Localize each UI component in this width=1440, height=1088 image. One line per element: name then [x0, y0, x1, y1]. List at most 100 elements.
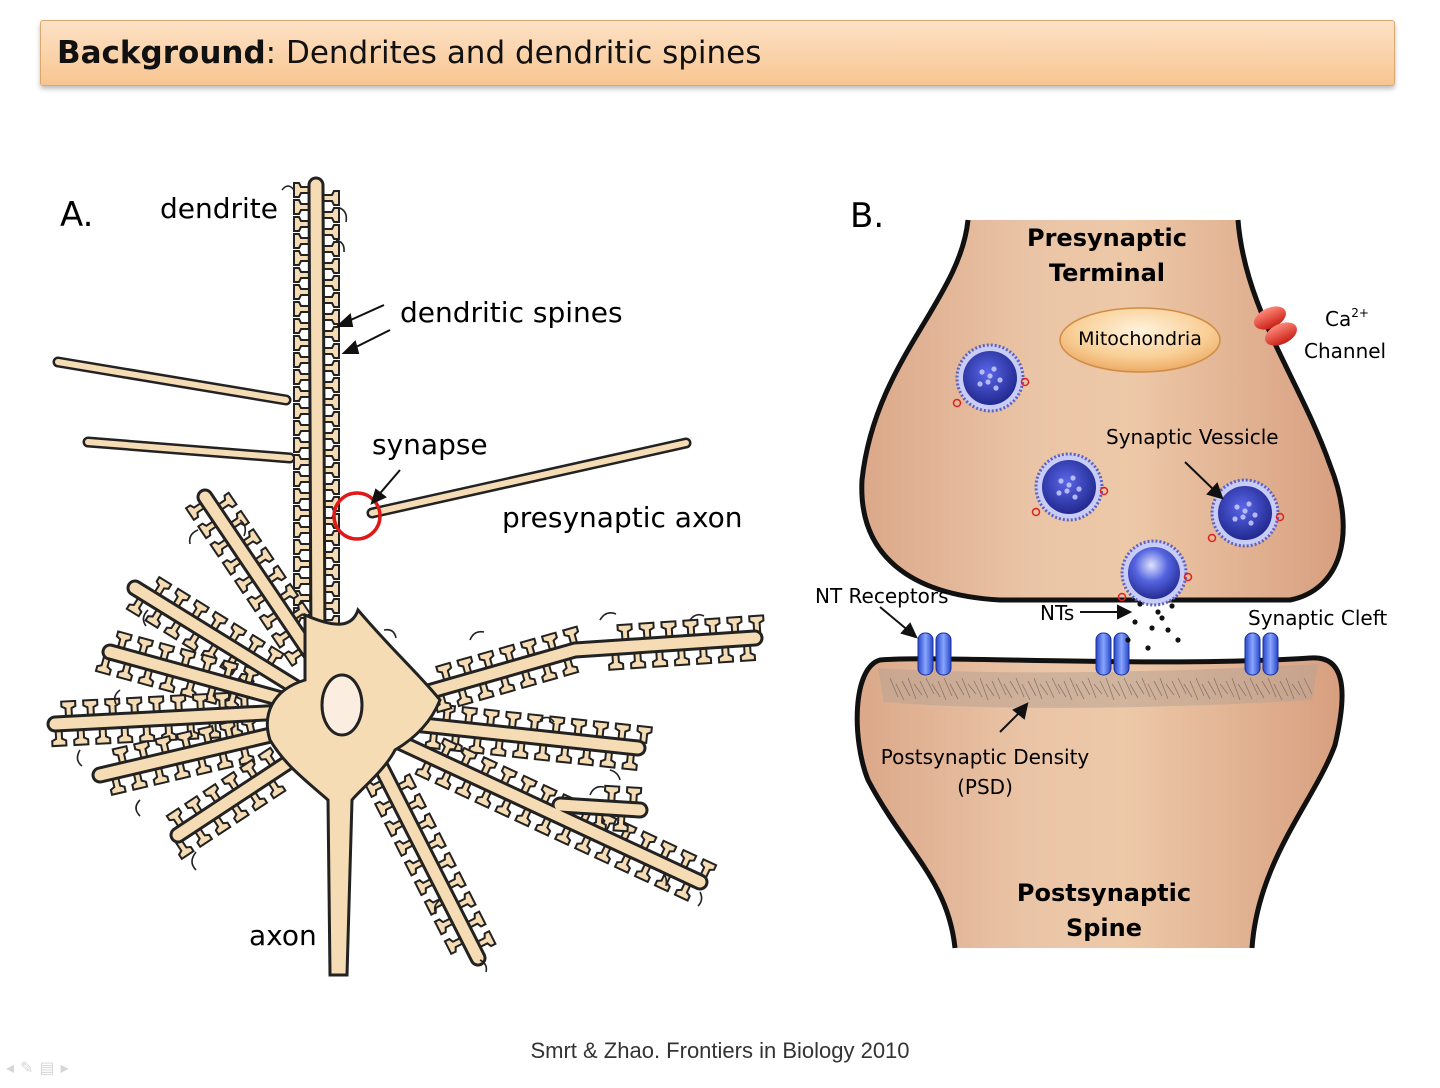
dendritic-spine [137, 666, 155, 688]
dendritic-spine [511, 740, 529, 760]
neurotransmitter-dot [1165, 627, 1171, 633]
nt-receptor [1095, 632, 1130, 676]
dendritic-spine [322, 479, 340, 495]
next-icon[interactable]: ▸ [60, 1058, 75, 1077]
dendritic-spine [265, 645, 285, 667]
dendritic-spine [95, 726, 112, 745]
dendritic-spine [293, 216, 311, 232]
panel-a-label: A. [60, 195, 93, 235]
calcium-base: Ca [1325, 307, 1351, 331]
dendritic-spine [608, 652, 625, 671]
dendritic-spine [60, 699, 77, 719]
dendritic-spine [193, 826, 214, 849]
dendritic-spine [175, 729, 193, 751]
dendritic-spine [171, 587, 192, 609]
dendritic-spine [459, 746, 479, 768]
dendritic-spine [456, 655, 474, 677]
dendritic-spine [540, 631, 558, 653]
dendritic-spine [230, 802, 251, 824]
dendritic-spine [322, 258, 340, 274]
dendritic-spine [162, 619, 183, 641]
nt-receptors-label: NT Receptors [815, 584, 949, 608]
dendritic-spine [293, 233, 311, 249]
dendritic-spine [322, 326, 340, 342]
dendritic-spine [131, 770, 149, 791]
dendritic-spine [197, 724, 215, 746]
dendritic-spine [322, 207, 340, 223]
neurotransmitter-dot [1132, 619, 1138, 625]
dendritic-spine [403, 857, 426, 877]
dendritic-spine [616, 623, 633, 642]
dendritic-spine [144, 607, 164, 630]
dendritic-spine [293, 250, 311, 266]
dendritic-spine [519, 774, 538, 796]
neuron-illustration [46, 176, 765, 977]
dendritic-spine [246, 592, 268, 613]
dendritic-spine [373, 798, 396, 818]
citation: Smrt & Zhao. Frontiers in Biology 2010 [530, 1038, 910, 1063]
dendritic-spine [221, 659, 240, 680]
dendritic-spine [519, 668, 538, 690]
dendritic-spine [117, 725, 134, 744]
dendritic-spine [434, 769, 453, 791]
title-banner: Background: Dendrites and dendritic spin… [40, 20, 1395, 86]
dendritic-spine [539, 783, 558, 806]
dendritic-spine [660, 620, 677, 639]
panel-b-label: B. [850, 196, 884, 236]
dendritic-spine [413, 877, 436, 897]
dendritic-spine [445, 871, 467, 890]
neurotransmitter-dot [1175, 637, 1181, 643]
postsynaptic-spine [857, 657, 1343, 948]
dendritic-spine [322, 360, 340, 376]
dendritic-spine [698, 858, 718, 880]
postsynaptic-spine-label-2: Spine [1066, 914, 1142, 942]
dendritic-spine [475, 929, 497, 949]
mitochondria-label: Mitochondria [1078, 328, 1202, 350]
title-bold: Background [57, 35, 266, 71]
dendritic-spine [454, 778, 473, 800]
dendritic-spine [293, 471, 311, 487]
dendritic-spine [322, 292, 340, 308]
dendritic-spine [293, 199, 311, 215]
neurotransmitter-dot [1149, 625, 1155, 631]
dendritic-spine [293, 454, 311, 470]
dendritic-spine [154, 734, 172, 756]
dendritic-spine [435, 661, 453, 683]
dendritic-spine [266, 778, 287, 800]
dendritic-spine [553, 824, 573, 847]
dendritic-spine [483, 708, 500, 728]
presynaptic-terminal-label-1: Presynaptic [1027, 224, 1187, 252]
nucleus [320, 673, 364, 737]
pen-icon[interactable]: ✎ [20, 1058, 40, 1077]
dendritic-spine [293, 437, 311, 453]
dendritic-spine [270, 628, 293, 649]
dendritic-spine [183, 794, 204, 817]
dendritic-spine [233, 574, 256, 595]
neurotransmitter-dot [1125, 637, 1131, 643]
prev-icon[interactable]: ◂ [6, 1058, 21, 1077]
calcium-label: Ca2+ [1325, 306, 1369, 331]
dendritic-spine [456, 686, 474, 708]
dendritic-spine [322, 428, 340, 444]
dendritic-spine [109, 775, 127, 796]
dendritic-spine [739, 643, 757, 663]
dendritic-spine [181, 630, 202, 653]
dendritic-spines-label: dendritic spines [400, 296, 623, 329]
dendritic-spine [629, 650, 647, 670]
dendritic-spine [621, 751, 638, 772]
dendritic-spine [593, 843, 613, 865]
dendritic-spine [293, 284, 311, 300]
dendritic-spine [191, 692, 209, 712]
dendritic-spine [592, 720, 610, 740]
menu-icon[interactable]: ▤ [39, 1058, 61, 1077]
dendritic-spine [322, 462, 340, 478]
dendritic-spine [322, 224, 340, 240]
nt-receptor [1244, 632, 1279, 676]
dendritic-spine [115, 661, 134, 682]
dendritic-spine [115, 630, 133, 651]
dendritic-spine [494, 796, 513, 819]
dendritic-spine [293, 420, 311, 436]
synaptic-vesicle [1031, 452, 1109, 522]
dendritic-spine [216, 750, 234, 771]
dendritic-spine [139, 724, 156, 743]
